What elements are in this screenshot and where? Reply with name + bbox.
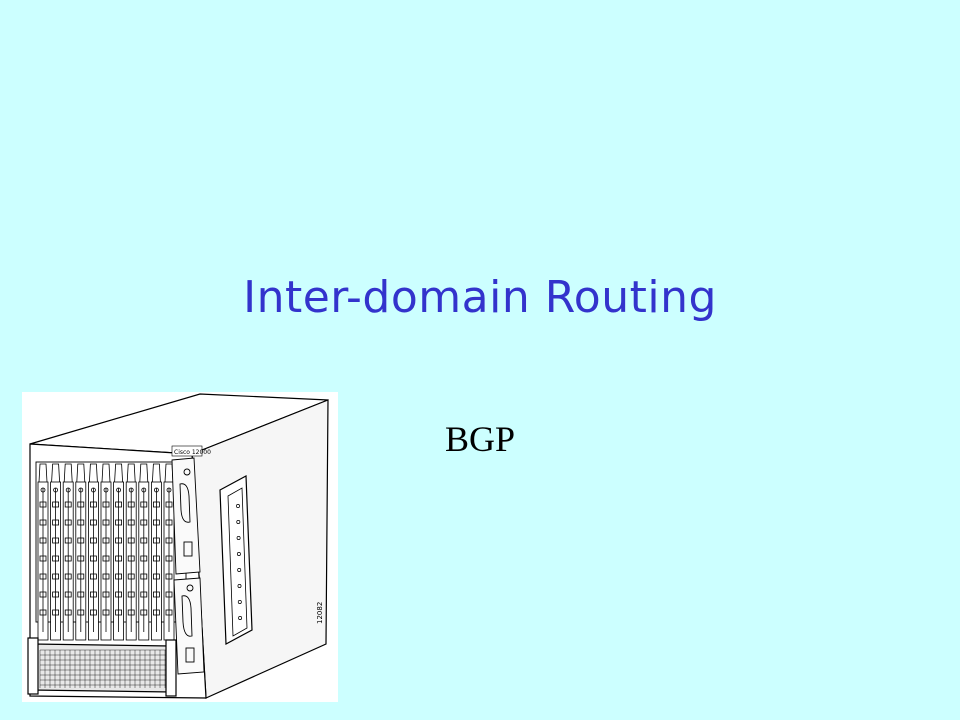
slide-subtitle: BGP xyxy=(444,419,516,459)
chassis-brand-label: Cisco 12000 xyxy=(174,449,211,456)
figure-number-label: 12082 xyxy=(316,602,324,624)
router-chassis-illustration: Cisco 12000 12082 xyxy=(22,392,338,702)
slide-title: Inter-domain Routing xyxy=(243,272,717,323)
